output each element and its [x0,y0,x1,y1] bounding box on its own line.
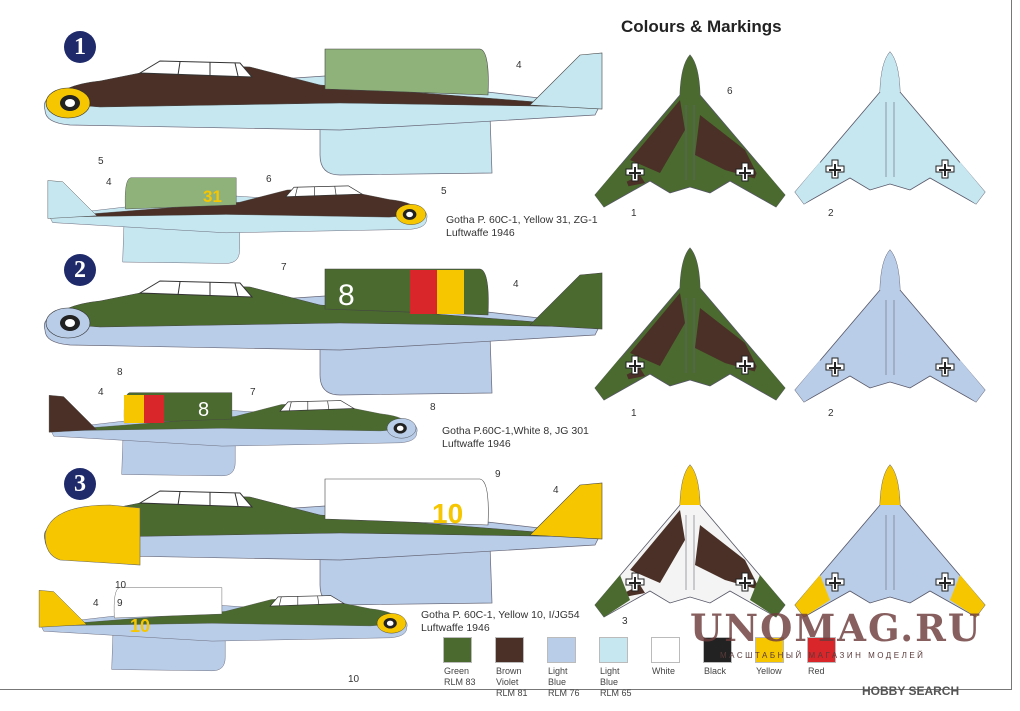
legend-swatch: Red [804,637,856,699]
legend-label: Light [548,666,568,676]
caption-line: Luftwaffe 1946 [421,622,490,634]
scheme1-top-view [594,54,786,208]
legend-label: Blue [548,677,567,687]
callout-number: 1 [631,408,637,419]
callout-number: 4 [98,387,104,398]
legend-label: RLM 76 [548,688,580,698]
sheet-frame [0,0,1012,690]
colour-chip [703,637,732,663]
colour-chip [547,637,576,663]
legend-label: RLM 81 [496,688,528,698]
scheme2-bottom-view [794,249,986,403]
callout-number: 8 [117,367,123,378]
callout-number: 3 [622,616,628,627]
colour-chip [755,637,784,663]
callout-number: 5 [98,156,104,167]
scheme3-bottom-view [794,464,986,618]
legend-label: Yellow [756,666,782,676]
callout-number: 2 [828,408,834,419]
scheme2-side-profile-small [48,392,418,477]
legend-swatch: White [648,637,700,699]
legend-label: Light [600,666,620,676]
caption-line: Gotha P. 60C-1, Yellow 10, I/JG54 [421,609,580,621]
defence-band-yellow [437,270,464,314]
callout-number: 2 [828,208,834,219]
callout-number: 6 [727,86,733,97]
scheme1-side-profile-small [47,177,428,264]
scheme2-top-view [594,247,786,401]
colour-chip [651,637,680,663]
scheme3-small-code-marking: 10 [130,616,150,636]
scheme3-top-view [594,464,786,618]
scheme-number-badge: 2 [64,254,96,286]
callout-number: 9 [495,469,501,480]
legend-label: Violet [496,677,519,687]
callout-number: 10 [348,674,360,685]
callout-number: 7 [281,262,287,273]
scheme-number-badge: 1 [64,31,96,63]
legend-label: Red [808,666,825,676]
scheme2-small-code-marking: 8 [198,399,209,421]
legend-label: RLM 65 [600,688,632,698]
legend-label: RLM 83 [444,677,476,687]
page-title: Colours & Markings [621,17,782,36]
watermark-logo: UNOMAG.RU [690,606,983,650]
callout-number: 4 [553,485,559,496]
watermark-subtitle: МАСШТАБНЫЙ МАГАЗИН МОДЕЛЕЙ [720,651,926,660]
callout-number: 9 [117,598,123,609]
colour-chip [443,637,472,663]
source-logo: HOBBY SEARCH [862,684,960,698]
callout-number: 8 [430,402,436,413]
legend-swatch: Yellow [752,637,804,699]
callout-number: 4 [513,279,519,290]
caption-line: Luftwaffe 1946 [446,227,515,239]
scheme2-code-marking: 8 [338,279,355,312]
callout-number: 7 [250,387,256,398]
callout-number: 4 [516,60,522,71]
scheme1-bottom-view [794,51,986,205]
legend-label: Brown [496,666,522,676]
legend-swatch: Black [700,637,752,699]
colour-chip [807,637,836,663]
scheme1-code-marking: 31 [203,187,222,206]
legend-label: Black [704,666,727,676]
colour-chip [495,637,524,663]
scheme-number-badge: 3 [64,468,96,500]
scheme3-code-marking: 10 [432,498,463,529]
callout-number: 5 [441,186,447,197]
legend-label: White [652,666,676,676]
defence-band-red [410,270,437,314]
legend-label: Green [444,666,470,676]
caption-line: Gotha P. 60C-1, Yellow 31, ZG-1 [446,214,598,226]
caption-line: Gotha P.60C-1,White 8, JG 301 [442,425,589,437]
callout-number: 4 [106,177,112,188]
callout-number: 6 [266,174,272,185]
callout-number: 10 [115,580,127,591]
caption-line: Luftwaffe 1946 [442,438,511,450]
callout-number: 4 [93,598,99,609]
callout-number: 1 [631,208,637,219]
colour-chip [599,637,628,663]
legend-label: Blue [600,677,619,687]
